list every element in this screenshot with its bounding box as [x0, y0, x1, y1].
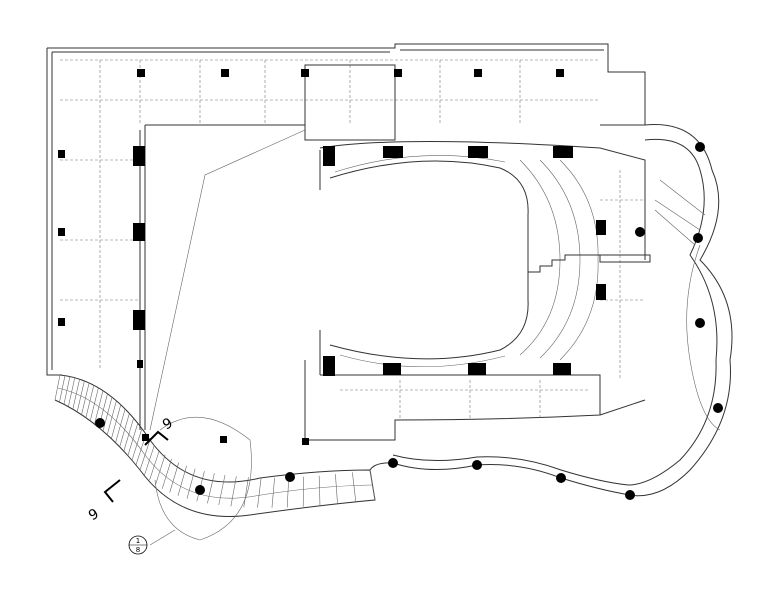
ramp-tread — [94, 390, 104, 425]
round-column — [713, 403, 723, 413]
ramp-tread — [257, 477, 262, 508]
ramp-tread — [177, 465, 187, 496]
round-column — [388, 458, 398, 468]
detail-number: 1 — [136, 537, 140, 545]
ramp-tread — [102, 397, 113, 432]
ramp-tread — [139, 439, 151, 471]
detail-sheet: 8 — [136, 546, 140, 554]
column — [556, 69, 564, 77]
column — [58, 150, 65, 158]
column — [221, 69, 229, 77]
column — [468, 363, 486, 375]
round-column — [695, 142, 705, 152]
round-column — [95, 418, 105, 428]
section-mark-lower: 9 — [86, 479, 121, 524]
column — [58, 318, 65, 326]
ramp-tread — [207, 473, 215, 504]
round-column — [635, 227, 645, 237]
column — [301, 69, 309, 77]
ramp-tread — [218, 474, 226, 506]
round-column — [556, 473, 566, 483]
ramp-tread — [369, 469, 376, 501]
ramp-tread — [144, 445, 155, 476]
ramp-tread — [131, 428, 143, 461]
ramp-tread — [89, 387, 99, 421]
round-column — [472, 460, 482, 470]
ramp-tread — [119, 413, 130, 447]
column — [323, 146, 335, 166]
column — [596, 220, 606, 235]
ramp-tread — [161, 458, 172, 489]
ramp-treads — [54, 374, 376, 508]
round-column — [695, 318, 705, 328]
ramp-tread — [106, 400, 117, 435]
ramp-tread — [63, 376, 71, 405]
detail-callout: 1 8 — [128, 535, 148, 555]
column — [553, 146, 573, 158]
column — [394, 69, 402, 77]
ramp-tread — [243, 477, 249, 508]
ramp-tread — [169, 462, 180, 493]
ramp-tread — [318, 475, 321, 506]
column — [142, 434, 149, 441]
column — [553, 363, 571, 375]
column — [133, 223, 145, 241]
column — [323, 356, 335, 376]
ramp-tread — [127, 423, 139, 456]
column — [302, 438, 309, 445]
ramp-tread — [72, 379, 80, 410]
ramp-tread — [111, 404, 122, 439]
ramp-tread — [81, 382, 90, 415]
ramp-tread — [115, 408, 126, 443]
round-column — [693, 233, 703, 243]
column — [58, 228, 65, 236]
column — [220, 436, 227, 443]
ramp-tread — [335, 474, 338, 505]
building-walls — [46, 43, 733, 546]
ramp-tread — [149, 450, 160, 481]
ramp-tread — [85, 385, 95, 418]
column — [137, 69, 145, 77]
ramp-tread — [68, 377, 76, 407]
round-column — [625, 490, 635, 500]
ramp-tread — [230, 476, 237, 507]
ramp-tread — [352, 472, 357, 503]
round-column — [285, 472, 295, 482]
ramp-tread — [59, 375, 66, 403]
column — [133, 146, 145, 166]
column — [133, 310, 145, 330]
column — [474, 69, 482, 77]
column — [383, 363, 401, 375]
ramp-tread — [286, 477, 290, 508]
ramp-tread — [54, 374, 61, 401]
structural-columns — [58, 69, 723, 500]
ramp-tread — [271, 477, 275, 508]
column — [137, 360, 143, 368]
section-label: 9 — [86, 506, 102, 524]
ramp-tread — [155, 454, 166, 485]
column — [596, 284, 606, 300]
section-label: 9 — [160, 415, 176, 433]
round-column — [195, 485, 205, 495]
ramp-tread — [123, 418, 134, 452]
ramp-tread — [76, 380, 85, 412]
ramp-tread — [186, 468, 196, 499]
column — [383, 146, 403, 158]
column — [468, 146, 488, 158]
